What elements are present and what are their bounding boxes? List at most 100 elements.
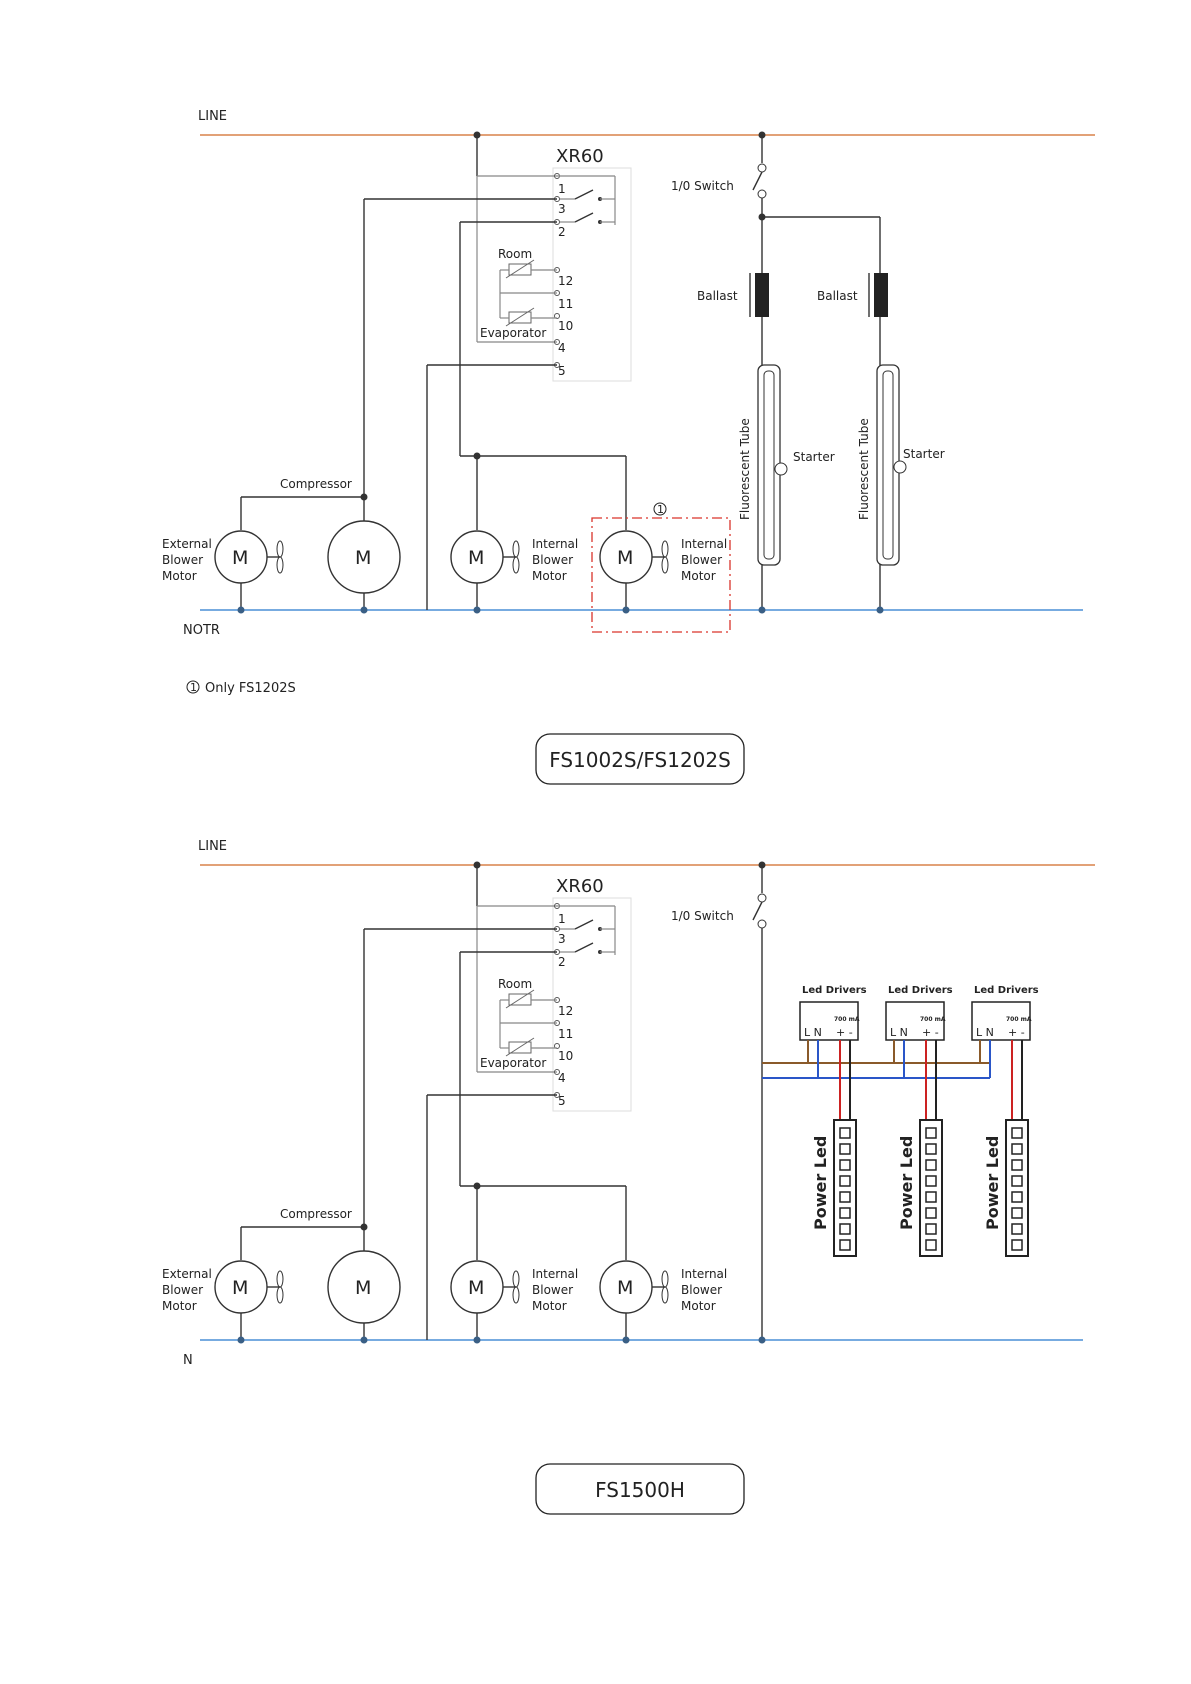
switch-label: 1/0 Switch	[671, 179, 734, 193]
svg-text:M: M	[617, 547, 633, 569]
terminal-12: 12	[558, 274, 573, 288]
fan-icon	[276, 1270, 284, 1288]
controller-label: XR60	[556, 146, 604, 167]
switch-blade	[752, 901, 763, 921]
power-led-label: Power Led	[983, 1136, 1002, 1230]
svg-text:Motor: Motor	[532, 1299, 567, 1313]
svg-text:Internal: Internal	[681, 537, 727, 551]
svg-text:Blower: Blower	[681, 1283, 722, 1297]
svg-text:L N: L N	[890, 1026, 908, 1039]
led-driver-2	[885, 1001, 945, 1041]
svg-text:Motor: Motor	[162, 569, 197, 583]
svg-text:L N: L N	[976, 1026, 994, 1039]
svg-text:L N: L N	[804, 1026, 822, 1039]
room-probe-label: Room	[498, 247, 532, 261]
model-title: FS1002S/FS1202S	[549, 748, 731, 772]
terminal-3: 3	[558, 202, 566, 216]
starter-2	[893, 460, 907, 474]
compressor-label: Compressor	[280, 477, 352, 491]
room-probe-label: Room	[498, 977, 532, 991]
model-title: FS1500H	[595, 1478, 685, 1502]
fs1202s-highlight-box	[591, 517, 731, 633]
led-driver-label: Led Drivers	[888, 985, 953, 996]
fan-icon	[661, 540, 669, 558]
led-driver-1	[799, 1001, 859, 1041]
svg-text:Motor: Motor	[532, 569, 567, 583]
ballast-1	[755, 273, 769, 317]
svg-text:Blower: Blower	[162, 1283, 203, 1297]
neutral-label: N	[183, 1353, 193, 1368]
led-driver-3	[971, 1001, 1031, 1041]
svg-text:+ -: + -	[836, 1026, 853, 1039]
ballast-2	[874, 273, 888, 317]
svg-text:+ -: + -	[922, 1026, 939, 1039]
tube-label: Fluorescent Tube	[738, 418, 752, 520]
power-led-strip-1	[833, 1119, 857, 1257]
svg-text:M: M	[468, 1277, 484, 1299]
svg-text:Motor: Motor	[681, 1299, 716, 1313]
power-led-strip-3	[1005, 1119, 1029, 1257]
switch-blade	[752, 171, 763, 191]
fs1202s-marker: 1	[657, 503, 664, 516]
svg-text:700 mA: 700 mA	[834, 1016, 860, 1023]
fan-icon	[661, 1270, 669, 1288]
starter-label: Starter	[903, 447, 945, 461]
svg-text:Internal: Internal	[532, 537, 578, 551]
compressor-label: Compressor	[280, 1207, 352, 1221]
svg-text:M: M	[468, 547, 484, 569]
terminal-3: 3	[558, 932, 566, 946]
terminal-11: 11	[558, 1027, 573, 1041]
controller-label: XR60	[556, 876, 604, 897]
terminal-2: 2	[558, 225, 566, 239]
svg-text:M: M	[355, 547, 371, 569]
evaporator-probe-label: Evaporator	[480, 326, 546, 340]
svg-text:Blower: Blower	[532, 553, 573, 567]
ballast-label: Ballast	[817, 289, 858, 303]
diagram-top: LINE NOTR XR60 1 3 2 12 11 10 4	[162, 109, 1095, 785]
svg-text:Internal: Internal	[532, 1267, 578, 1281]
svg-text:700 mA: 700 mA	[920, 1016, 946, 1023]
tube-label: Fluorescent Tube	[857, 418, 871, 520]
controller-box	[552, 167, 632, 382]
svg-text:Blower: Blower	[532, 1283, 573, 1297]
terminal-11: 11	[558, 297, 573, 311]
terminal-1: 1	[558, 912, 566, 926]
terminal-2: 2	[558, 955, 566, 969]
footnote: Only FS1202S	[205, 681, 296, 696]
fan-icon	[276, 540, 284, 558]
fan-icon	[512, 1270, 520, 1288]
terminal-10: 10	[558, 319, 573, 333]
switch-label: 1/0 Switch	[671, 909, 734, 923]
svg-text:1: 1	[190, 681, 197, 694]
svg-text:Internal: Internal	[681, 1267, 727, 1281]
svg-text:M: M	[232, 1277, 248, 1299]
svg-text:+ -: + -	[1008, 1026, 1025, 1039]
terminal-4: 4	[558, 341, 566, 355]
terminal-12: 12	[558, 1004, 573, 1018]
led-driver-label: Led Drivers	[802, 985, 867, 996]
model-title-box	[535, 733, 745, 785]
line-label: LINE	[198, 109, 227, 124]
fan-icon	[512, 540, 520, 558]
evaporator-probe-label: Evaporator	[480, 1056, 546, 1070]
svg-text:700 mA: 700 mA	[1006, 1016, 1032, 1023]
terminal-4: 4	[558, 1071, 566, 1085]
terminal-5: 5	[558, 364, 566, 378]
terminal-10: 10	[558, 1049, 573, 1063]
power-led-label: Power Led	[811, 1136, 830, 1230]
svg-text:External: External	[162, 537, 212, 551]
svg-text:M: M	[232, 547, 248, 569]
svg-text:Motor: Motor	[681, 569, 716, 583]
svg-text:Motor: Motor	[162, 1299, 197, 1313]
ballast-label: Ballast	[697, 289, 738, 303]
power-led-label: Power Led	[897, 1136, 916, 1230]
svg-text:Blower: Blower	[681, 553, 722, 567]
diagram-bottom: LINE N XR60 1 3 2 12 11 10 4 5	[162, 839, 1095, 1515]
model-title-box	[535, 1463, 745, 1515]
svg-text:M: M	[355, 1277, 371, 1299]
svg-text:External: External	[162, 1267, 212, 1281]
neutral-label: NOTR	[183, 623, 220, 638]
starter-1	[774, 462, 788, 476]
terminal-1: 1	[558, 182, 566, 196]
